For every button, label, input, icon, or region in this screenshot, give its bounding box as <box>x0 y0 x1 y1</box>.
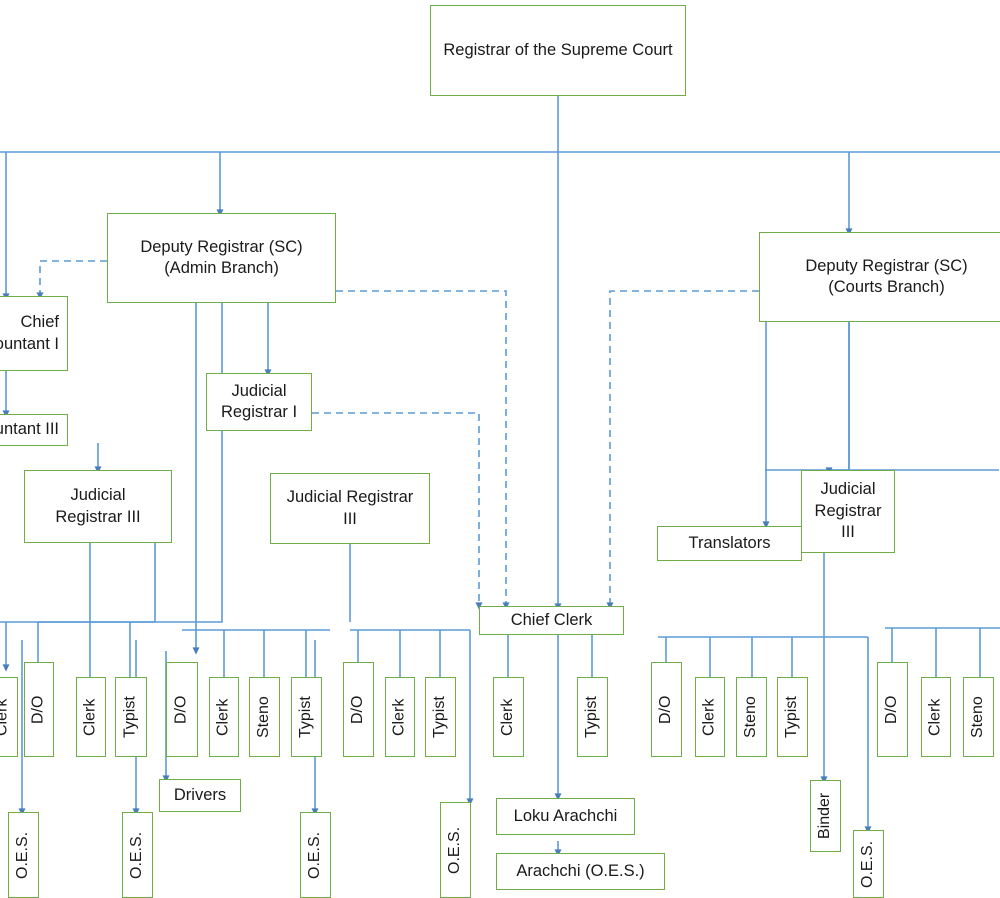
staff-box-do[interactable]: D/O <box>651 662 682 757</box>
staff-box-clerk[interactable]: Clerk <box>695 677 725 757</box>
staff-box-typist[interactable]: Typist <box>291 677 322 757</box>
staff-box-clerk[interactable]: Clerk <box>0 677 18 757</box>
staff-label: Clerk <box>700 698 718 736</box>
staff-box-clerk[interactable]: Clerk <box>921 677 951 757</box>
oes-label: O.E.S. <box>128 831 146 879</box>
node-label-line1: Judicial <box>231 381 287 400</box>
node-loku-arachchi[interactable]: Loku Arachchi <box>496 798 635 835</box>
node-label-line2: (Courts Branch) <box>828 278 945 296</box>
node-label-line1: Chief <box>20 313 59 332</box>
node-judicial-registrar-iii-b[interactable]: Judicial Registrar III <box>270 473 430 544</box>
node-label: Translators <box>688 533 771 552</box>
node-registrar-supreme-court[interactable]: Registrar of the Supreme Court <box>430 5 686 96</box>
staff-box-do[interactable]: D/O <box>343 662 374 757</box>
staff-box-typist[interactable]: Typist <box>115 677 147 757</box>
staff-label: D/O <box>172 695 190 724</box>
staff-box-do[interactable]: D/O <box>24 662 54 757</box>
staff-label: D/O <box>349 695 367 724</box>
binder-box[interactable]: Binder <box>810 780 841 852</box>
staff-label: Clerk <box>499 698 517 736</box>
oes-box[interactable]: O.E.S. <box>122 812 153 898</box>
node-label: Accountant III <box>0 420 59 439</box>
node-label-line1: Judicial <box>820 480 876 499</box>
node-label-line2: III <box>343 509 357 528</box>
staff-label: D/O <box>883 695 901 724</box>
node-drivers[interactable]: Drivers <box>159 779 241 812</box>
node-label: Drivers <box>173 785 227 804</box>
staff-box-clerk[interactable]: Clerk <box>385 677 415 757</box>
node-label-line1: Judicial Registrar <box>286 488 414 507</box>
staff-label: Clerk <box>390 698 408 736</box>
node-judicial-registrar-iii-c[interactable]: Judicial Registrar III <box>801 470 895 553</box>
staff-box-steno[interactable]: Steno <box>736 677 767 757</box>
staff-label: Clerk <box>81 698 99 736</box>
node-deputy-registrar-admin-branch[interactable]: Deputy Registrar (SC) (Admin Branch) <box>107 213 336 303</box>
staff-box-typist[interactable]: Typist <box>577 677 608 757</box>
node-label-line2: Accountant I <box>0 334 59 353</box>
oes-box[interactable]: O.E.S. <box>300 812 331 898</box>
oes-box[interactable]: O.E.S. <box>440 802 471 898</box>
node-translators[interactable]: Translators <box>657 526 802 561</box>
staff-label: Typist <box>121 696 139 738</box>
staff-box-clerk[interactable]: Clerk <box>493 677 524 757</box>
node-label: Chief Clerk <box>510 610 593 629</box>
node-label-line1: Deputy Registrar (SC) <box>805 256 968 275</box>
node-arachchi-oes[interactable]: Arachchi (O.E.S.) <box>496 853 665 890</box>
staff-label: Clerk <box>0 698 11 736</box>
staff-label: Typist <box>431 696 449 738</box>
staff-label: Typist <box>297 696 315 738</box>
oes-label: O.E.S. <box>446 826 464 874</box>
node-chief-clerk[interactable]: Chief Clerk <box>479 606 624 635</box>
node-label-line2: (Admin Branch) <box>164 259 279 277</box>
staff-label: Clerk <box>926 698 944 736</box>
oes-label: O.E.S. <box>306 831 324 879</box>
staff-label: Typist <box>783 696 801 738</box>
staff-label: Steno <box>742 696 760 738</box>
oes-box[interactable]: O.E.S. <box>853 830 884 898</box>
staff-box-do[interactable]: D/O <box>166 662 198 757</box>
node-chief-accountant-i[interactable]: Chief Accountant I <box>0 296 68 371</box>
staff-label: Steno <box>969 696 987 738</box>
node-label-line1: Judicial <box>70 486 126 505</box>
staff-box-clerk[interactable]: Clerk <box>209 677 239 757</box>
staff-label: Steno <box>255 696 273 738</box>
node-label: Registrar of the Supreme Court <box>443 40 673 59</box>
binder-label: Binder <box>816 792 834 840</box>
staff-box-steno[interactable]: Steno <box>249 677 280 757</box>
node-label-line2: Registrar I <box>220 403 298 421</box>
node-label-line2: Registrar III <box>55 507 141 526</box>
staff-box-typist[interactable]: Typist <box>777 677 808 757</box>
node-deputy-registrar-courts-branch[interactable]: Deputy Registrar (SC) (Courts Branch) <box>759 232 1000 322</box>
oes-box[interactable]: O.E.S. <box>8 812 39 898</box>
node-label-line2: Registrar <box>814 501 882 520</box>
node-accountant-iii[interactable]: Accountant III <box>0 414 68 446</box>
staff-box-steno[interactable]: Steno <box>963 677 994 757</box>
node-judicial-registrar-i[interactable]: Judicial Registrar I <box>206 373 312 431</box>
staff-box-do[interactable]: D/O <box>877 662 908 757</box>
oes-label: O.E.S. <box>14 831 32 879</box>
oes-label: O.E.S. <box>859 840 877 888</box>
staff-label: Typist <box>583 696 601 738</box>
staff-label: D/O <box>657 695 675 724</box>
node-judicial-registrar-iii-a[interactable]: Judicial Registrar III <box>24 470 172 543</box>
staff-box-clerk[interactable]: Clerk <box>76 677 106 757</box>
node-label: Arachchi (O.E.S.) <box>516 861 645 880</box>
staff-label: D/O <box>29 695 47 724</box>
node-label-line1: Deputy Registrar (SC) <box>140 237 303 256</box>
node-label: Loku Arachchi <box>513 806 618 825</box>
staff-box-typist[interactable]: Typist <box>425 677 456 757</box>
staff-label: Clerk <box>214 698 232 736</box>
node-label-line3: III <box>841 523 855 542</box>
